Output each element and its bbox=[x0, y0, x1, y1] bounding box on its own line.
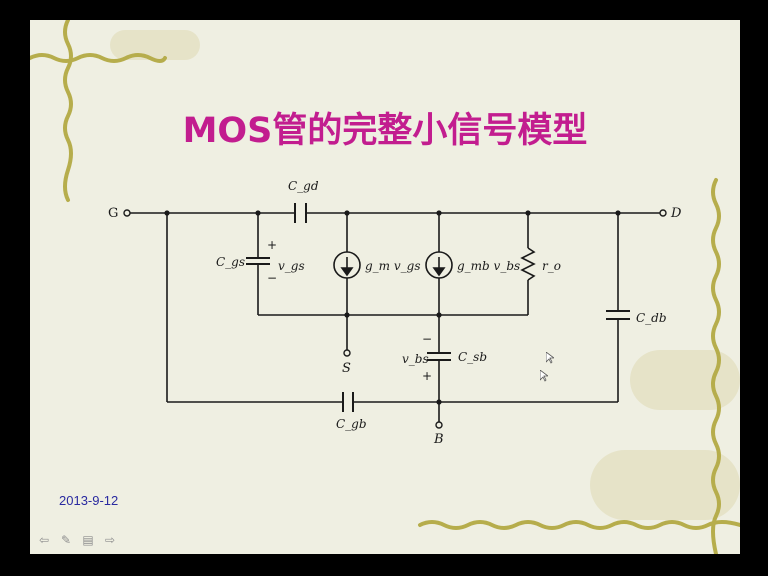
label-vgs: v_gs bbox=[278, 259, 305, 273]
polarity-plus-vgs: + bbox=[267, 238, 277, 252]
label-cgs: C_gs bbox=[216, 255, 245, 269]
terminal-label-d: D bbox=[670, 206, 682, 221]
label-cdb: C_db bbox=[636, 311, 667, 325]
slide: MOS管的完整小信号模型 bbox=[30, 20, 740, 554]
cursor-icon bbox=[546, 352, 554, 364]
label-vbs: v_bs bbox=[402, 352, 429, 366]
slide-date: 2013-9-12 bbox=[59, 493, 119, 508]
pen-icon[interactable]: ✎ bbox=[60, 533, 72, 547]
terminal-label-s: S bbox=[342, 361, 351, 376]
forward-arrow-icon[interactable]: ⇨ bbox=[104, 533, 116, 547]
slide-title: MOS管的完整小信号模型 bbox=[182, 111, 588, 151]
terminal-label-g: G bbox=[108, 206, 118, 221]
cursor-icon bbox=[540, 370, 548, 382]
label-cgd: C_gd bbox=[288, 179, 319, 193]
terminal-label-b: B bbox=[433, 432, 444, 447]
vine-decoration bbox=[30, 20, 740, 554]
label-ro: r_o bbox=[542, 259, 561, 273]
label-csb: C_sb bbox=[458, 350, 487, 364]
polarity-minus-vgs: − bbox=[267, 271, 277, 285]
polarity-minus-vbs: − bbox=[422, 332, 432, 346]
back-arrow-icon[interactable]: ⇦ bbox=[38, 533, 50, 547]
small-signal-circuit: G D S B C_gd C_gs v_gs g_m v_gs g_mb v_b… bbox=[108, 179, 682, 447]
label-gm-source: g_m v_gs bbox=[365, 259, 421, 273]
polarity-plus-vbs: + bbox=[422, 369, 432, 383]
decor-blob bbox=[630, 350, 740, 410]
label-gmb-source: g_mb v_bs bbox=[457, 259, 520, 273]
menu-icon[interactable]: ▤ bbox=[82, 533, 94, 547]
label-cgb: C_gb bbox=[336, 417, 367, 431]
decor-blob bbox=[110, 30, 200, 60]
slide-nav-bar: ⇦ ✎ ▤ ⇨ bbox=[36, 533, 118, 549]
